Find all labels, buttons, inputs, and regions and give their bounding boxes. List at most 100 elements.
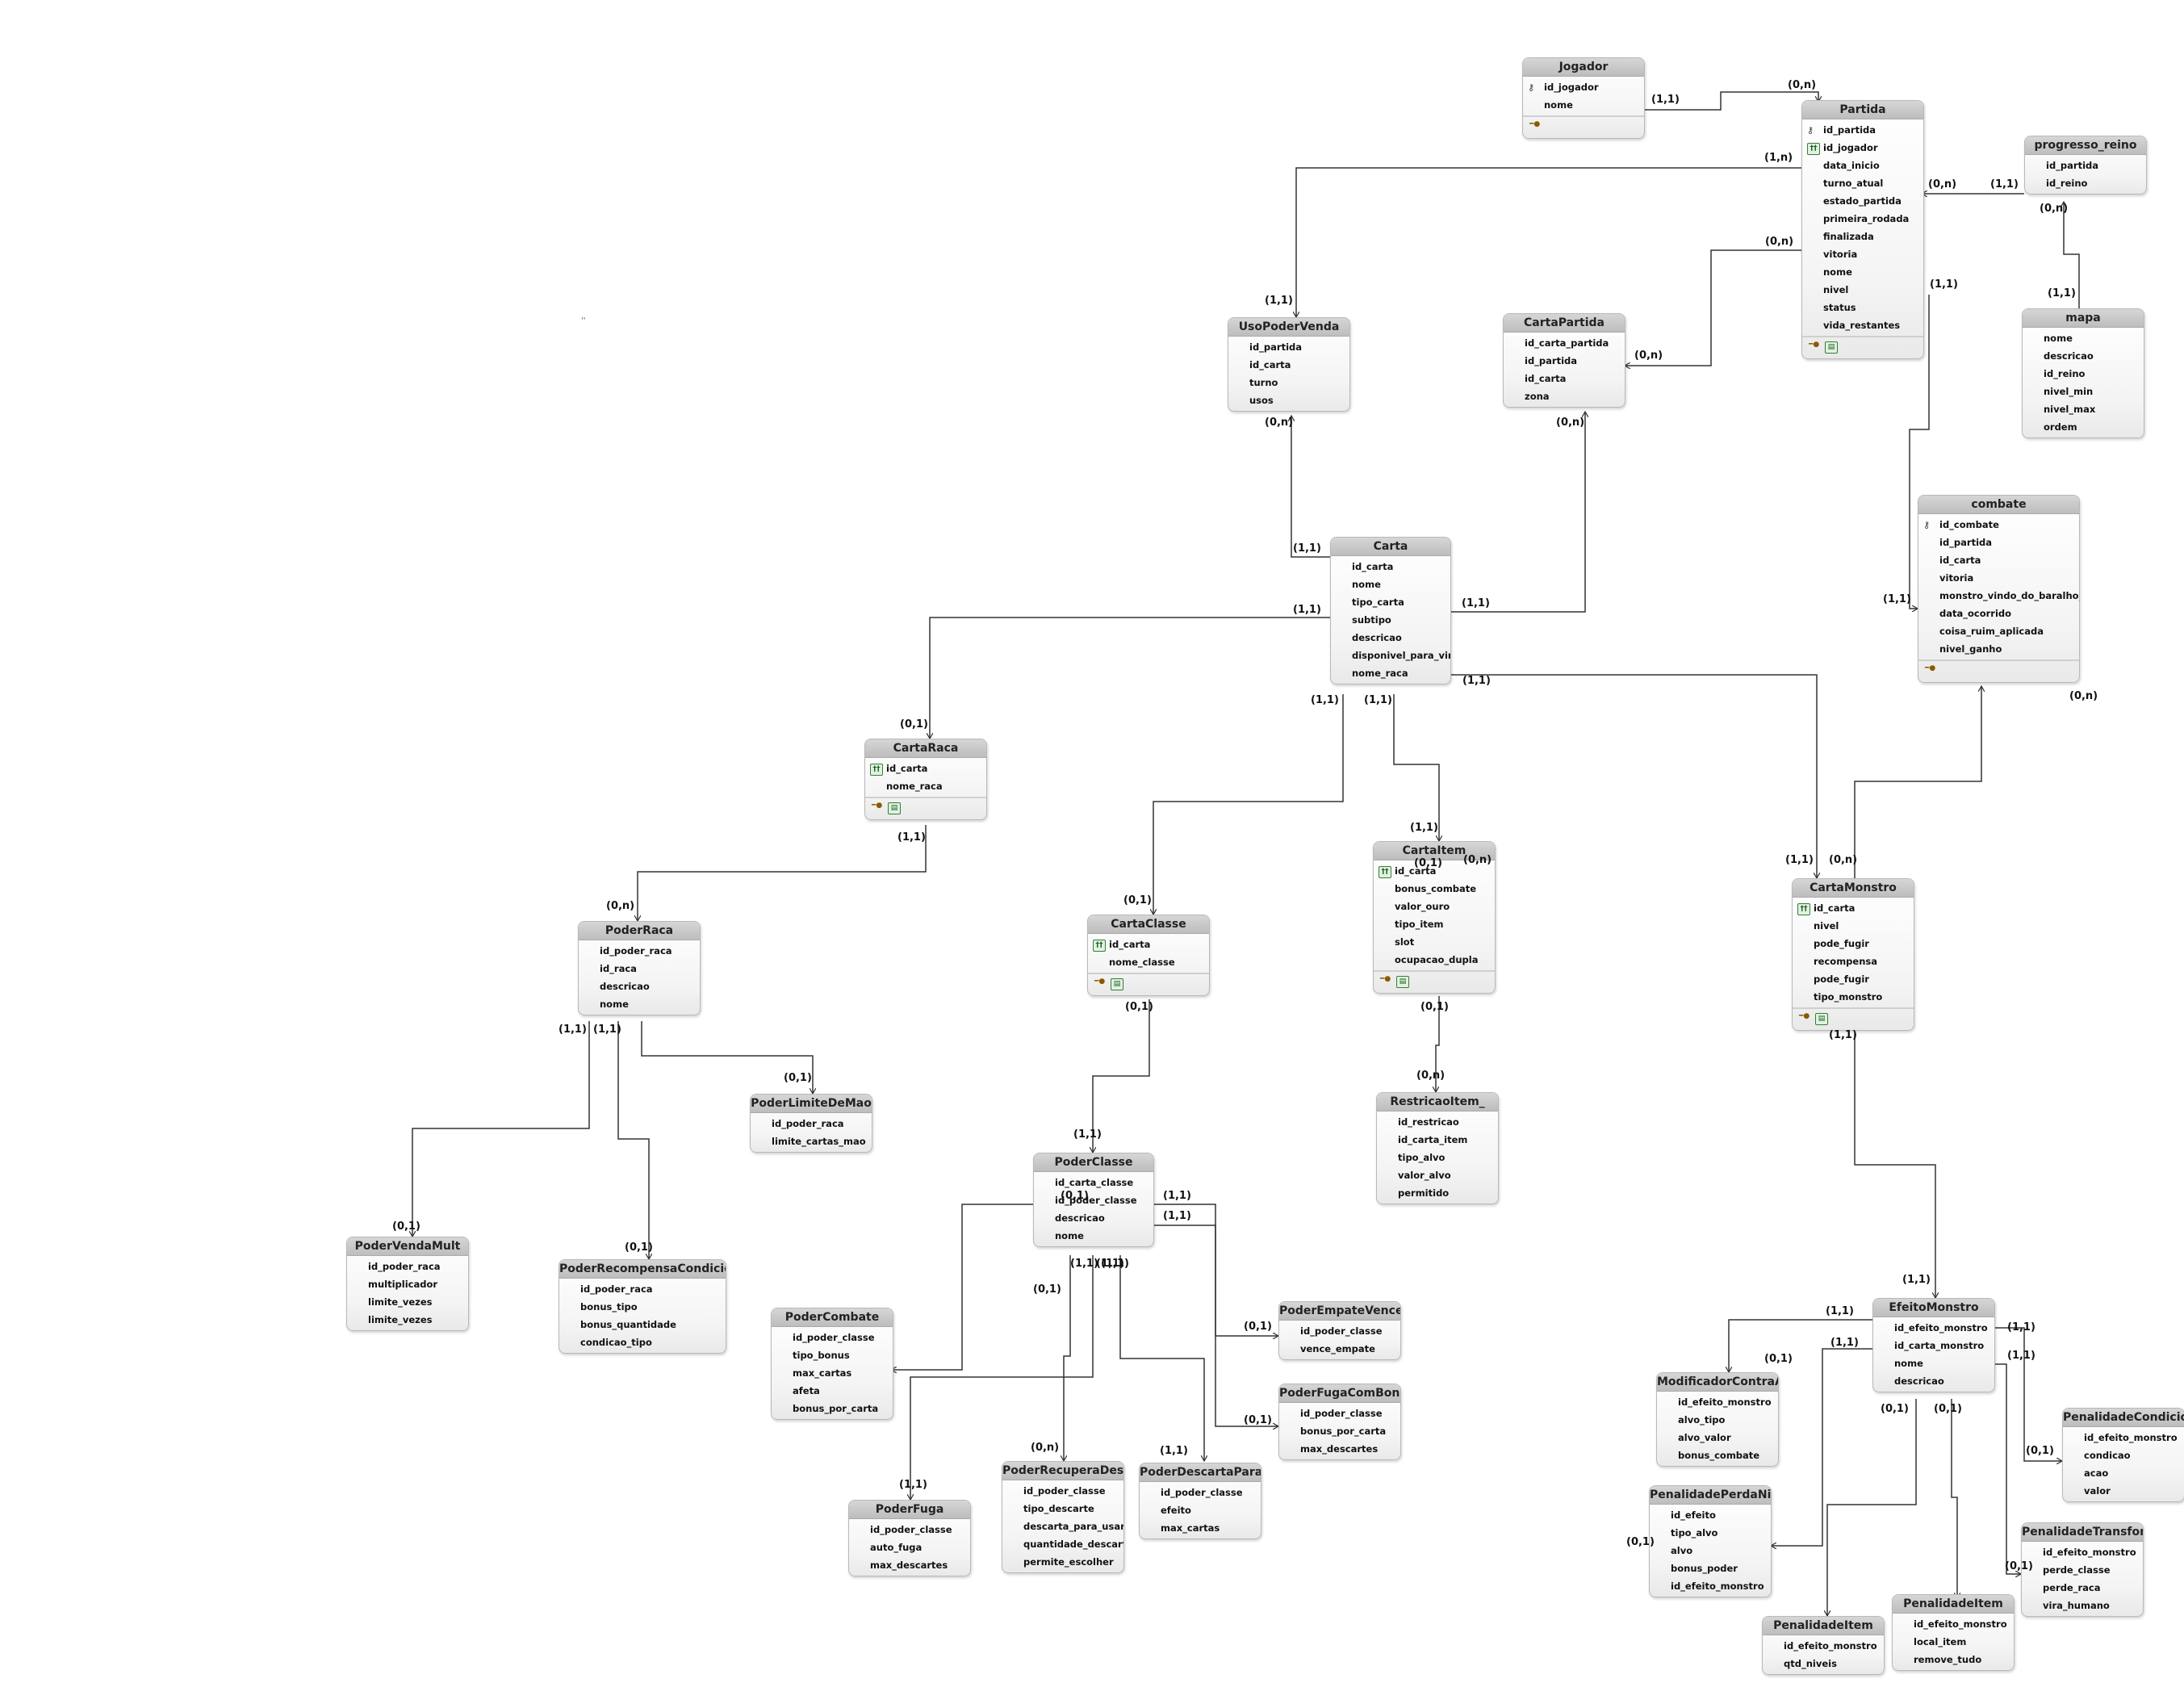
attribute-row[interactable]: id_efeito_monstro bbox=[2063, 1429, 2184, 1446]
attribute-row[interactable]: subtipo bbox=[1331, 611, 1450, 629]
attribute-row[interactable]: id_poder_classe bbox=[1279, 1405, 1400, 1422]
attribute-row[interactable]: nome_classe bbox=[1088, 953, 1209, 971]
attribute-row[interactable]: descarta_para_usar bbox=[1002, 1518, 1123, 1535]
attribute-row[interactable]: id_poder_classe bbox=[1002, 1482, 1123, 1500]
attribute-row[interactable]: alvo_valor bbox=[1657, 1429, 1778, 1446]
attribute-row[interactable]: nome bbox=[579, 995, 700, 1013]
attribute-row[interactable]: ††id_carta bbox=[1793, 899, 1914, 917]
attribute-row[interactable]: descricao bbox=[2023, 347, 2144, 365]
attribute-row[interactable]: id_poder_classe bbox=[849, 1521, 970, 1539]
attribute-row[interactable]: estado_partida bbox=[1802, 192, 1923, 210]
attribute-row[interactable]: tipo_item bbox=[1374, 915, 1495, 933]
attribute-row[interactable]: nome bbox=[2023, 329, 2144, 347]
attribute-row[interactable]: permite_escolher bbox=[1002, 1553, 1123, 1571]
attribute-row[interactable]: nivel bbox=[1793, 917, 1914, 935]
attribute-row[interactable]: ordem bbox=[2023, 418, 2144, 436]
attribute-row[interactable]: descricao bbox=[579, 978, 700, 995]
attribute-row[interactable]: id_poder_raca bbox=[347, 1258, 468, 1275]
attribute-row[interactable]: id_partida bbox=[1504, 352, 1625, 370]
attribute-row[interactable]: finalizada bbox=[1802, 228, 1923, 245]
attribute-row[interactable]: id_carta_partida bbox=[1504, 334, 1625, 352]
attribute-row[interactable]: nome_raca bbox=[865, 777, 986, 795]
attribute-row[interactable]: tipo_carta bbox=[1331, 593, 1450, 611]
attribute-row[interactable]: usos bbox=[1228, 391, 1349, 409]
attribute-row[interactable]: descricao bbox=[1034, 1209, 1153, 1227]
attribute-row[interactable]: id_partida bbox=[1918, 534, 2079, 551]
attribute-row[interactable]: id_reino bbox=[2025, 174, 2146, 192]
attribute-row[interactable]: quantidade_descarta bbox=[1002, 1535, 1123, 1553]
attribute-row[interactable]: ††id_jogador bbox=[1802, 139, 1923, 157]
attribute-row[interactable]: bonus_tipo bbox=[559, 1298, 726, 1316]
attribute-row[interactable]: afeta bbox=[772, 1382, 893, 1400]
attribute-row[interactable]: id_poder_classe bbox=[772, 1329, 893, 1346]
attribute-row[interactable]: data_ocorrido bbox=[1918, 605, 2079, 622]
entity-modificadorcontraalv[interactable]: ModificadorContraAlvid_efeito_monstroalv… bbox=[1656, 1372, 1779, 1467]
entity-poderdescartaparaefe[interactable]: PoderDescartaParaEfeid_poder_classeefeit… bbox=[1139, 1463, 1261, 1539]
attribute-row[interactable]: ocupacao_dupla bbox=[1374, 951, 1495, 969]
attribute-row[interactable]: tipo_alvo bbox=[1377, 1149, 1498, 1166]
attribute-row[interactable]: vira_humano bbox=[2022, 1597, 2143, 1614]
attribute-row[interactable]: perde_raca bbox=[2022, 1579, 2143, 1597]
attribute-row[interactable]: ††id_carta bbox=[865, 760, 986, 777]
attribute-row[interactable]: id_poder_raca bbox=[579, 942, 700, 960]
attribute-row[interactable]: bonus_combate bbox=[1657, 1446, 1778, 1464]
entity-poderrecompensacondicional[interactable]: PoderRecompensaCondicionalid_poder_racab… bbox=[559, 1259, 726, 1354]
attribute-row[interactable]: id_carta bbox=[1228, 356, 1349, 374]
attribute-row[interactable]: id_efeito bbox=[1650, 1506, 1771, 1524]
attribute-row[interactable]: ⚷id_jogador bbox=[1523, 78, 1644, 96]
attribute-row[interactable]: id_poder_raca bbox=[751, 1115, 872, 1132]
attribute-row[interactable]: max_descartes bbox=[1279, 1440, 1400, 1458]
attribute-row[interactable]: id_carta bbox=[1331, 558, 1450, 576]
attribute-row[interactable]: primeira_rodada bbox=[1802, 210, 1923, 228]
attribute-row[interactable]: bonus_quantidade bbox=[559, 1316, 726, 1333]
entity-poderrecuperadescar[interactable]: PoderRecuperaDescarid_poder_classetipo_d… bbox=[1002, 1461, 1124, 1573]
attribute-row[interactable]: max_descartes bbox=[849, 1556, 970, 1574]
attribute-row[interactable]: limite_cartas_mao bbox=[751, 1132, 872, 1150]
attribute-row[interactable]: nivel bbox=[1802, 281, 1923, 299]
attribute-row[interactable]: condicao bbox=[2063, 1446, 2184, 1464]
attribute-row[interactable]: zona bbox=[1504, 387, 1625, 405]
attribute-row[interactable]: id_efeito_monstro bbox=[1650, 1577, 1771, 1595]
attribute-row[interactable]: pode_fugir bbox=[1793, 970, 1914, 988]
attribute-row[interactable]: local_item bbox=[1893, 1633, 2014, 1651]
attribute-row[interactable]: alvo bbox=[1650, 1542, 1771, 1559]
attribute-row[interactable]: valor_ouro bbox=[1374, 898, 1495, 915]
attribute-row[interactable]: condicao_tipo bbox=[559, 1333, 726, 1351]
attribute-row[interactable]: id_efeito_monstro bbox=[2022, 1543, 2143, 1561]
attribute-row[interactable]: remove_tudo bbox=[1893, 1651, 2014, 1668]
attribute-row[interactable]: bonus_poder bbox=[1650, 1559, 1771, 1577]
attribute-row[interactable]: id_poder_raca bbox=[559, 1280, 726, 1298]
attribute-row[interactable]: vida_restantes bbox=[1802, 316, 1923, 334]
attribute-row[interactable]: descricao bbox=[1331, 629, 1450, 647]
attribute-row[interactable]: monstro_vindo_do_baralho_ bbox=[1918, 587, 2079, 605]
attribute-row[interactable]: nivel_min bbox=[2023, 383, 2144, 400]
attribute-row[interactable]: multiplicador bbox=[347, 1275, 468, 1293]
attribute-row[interactable]: id_poder_classe bbox=[1140, 1484, 1261, 1501]
attribute-row[interactable]: acao bbox=[2063, 1464, 2184, 1482]
attribute-row[interactable]: id_carta bbox=[1918, 551, 2079, 569]
attribute-row[interactable]: perde_classe bbox=[2022, 1561, 2143, 1579]
attribute-row[interactable]: limite_vezes bbox=[347, 1293, 468, 1311]
attribute-row[interactable]: turno_atual bbox=[1802, 174, 1923, 192]
attribute-row[interactable]: status bbox=[1802, 299, 1923, 316]
attribute-row[interactable]: id_poder_classe bbox=[1034, 1191, 1153, 1209]
attribute-row[interactable]: bonus_por_carta bbox=[772, 1400, 893, 1417]
attribute-row[interactable]: tipo_descarte bbox=[1002, 1500, 1123, 1518]
entity-poderfugacombonus[interactable]: PoderFugaComBonusid_poder_classebonus_po… bbox=[1278, 1384, 1401, 1460]
